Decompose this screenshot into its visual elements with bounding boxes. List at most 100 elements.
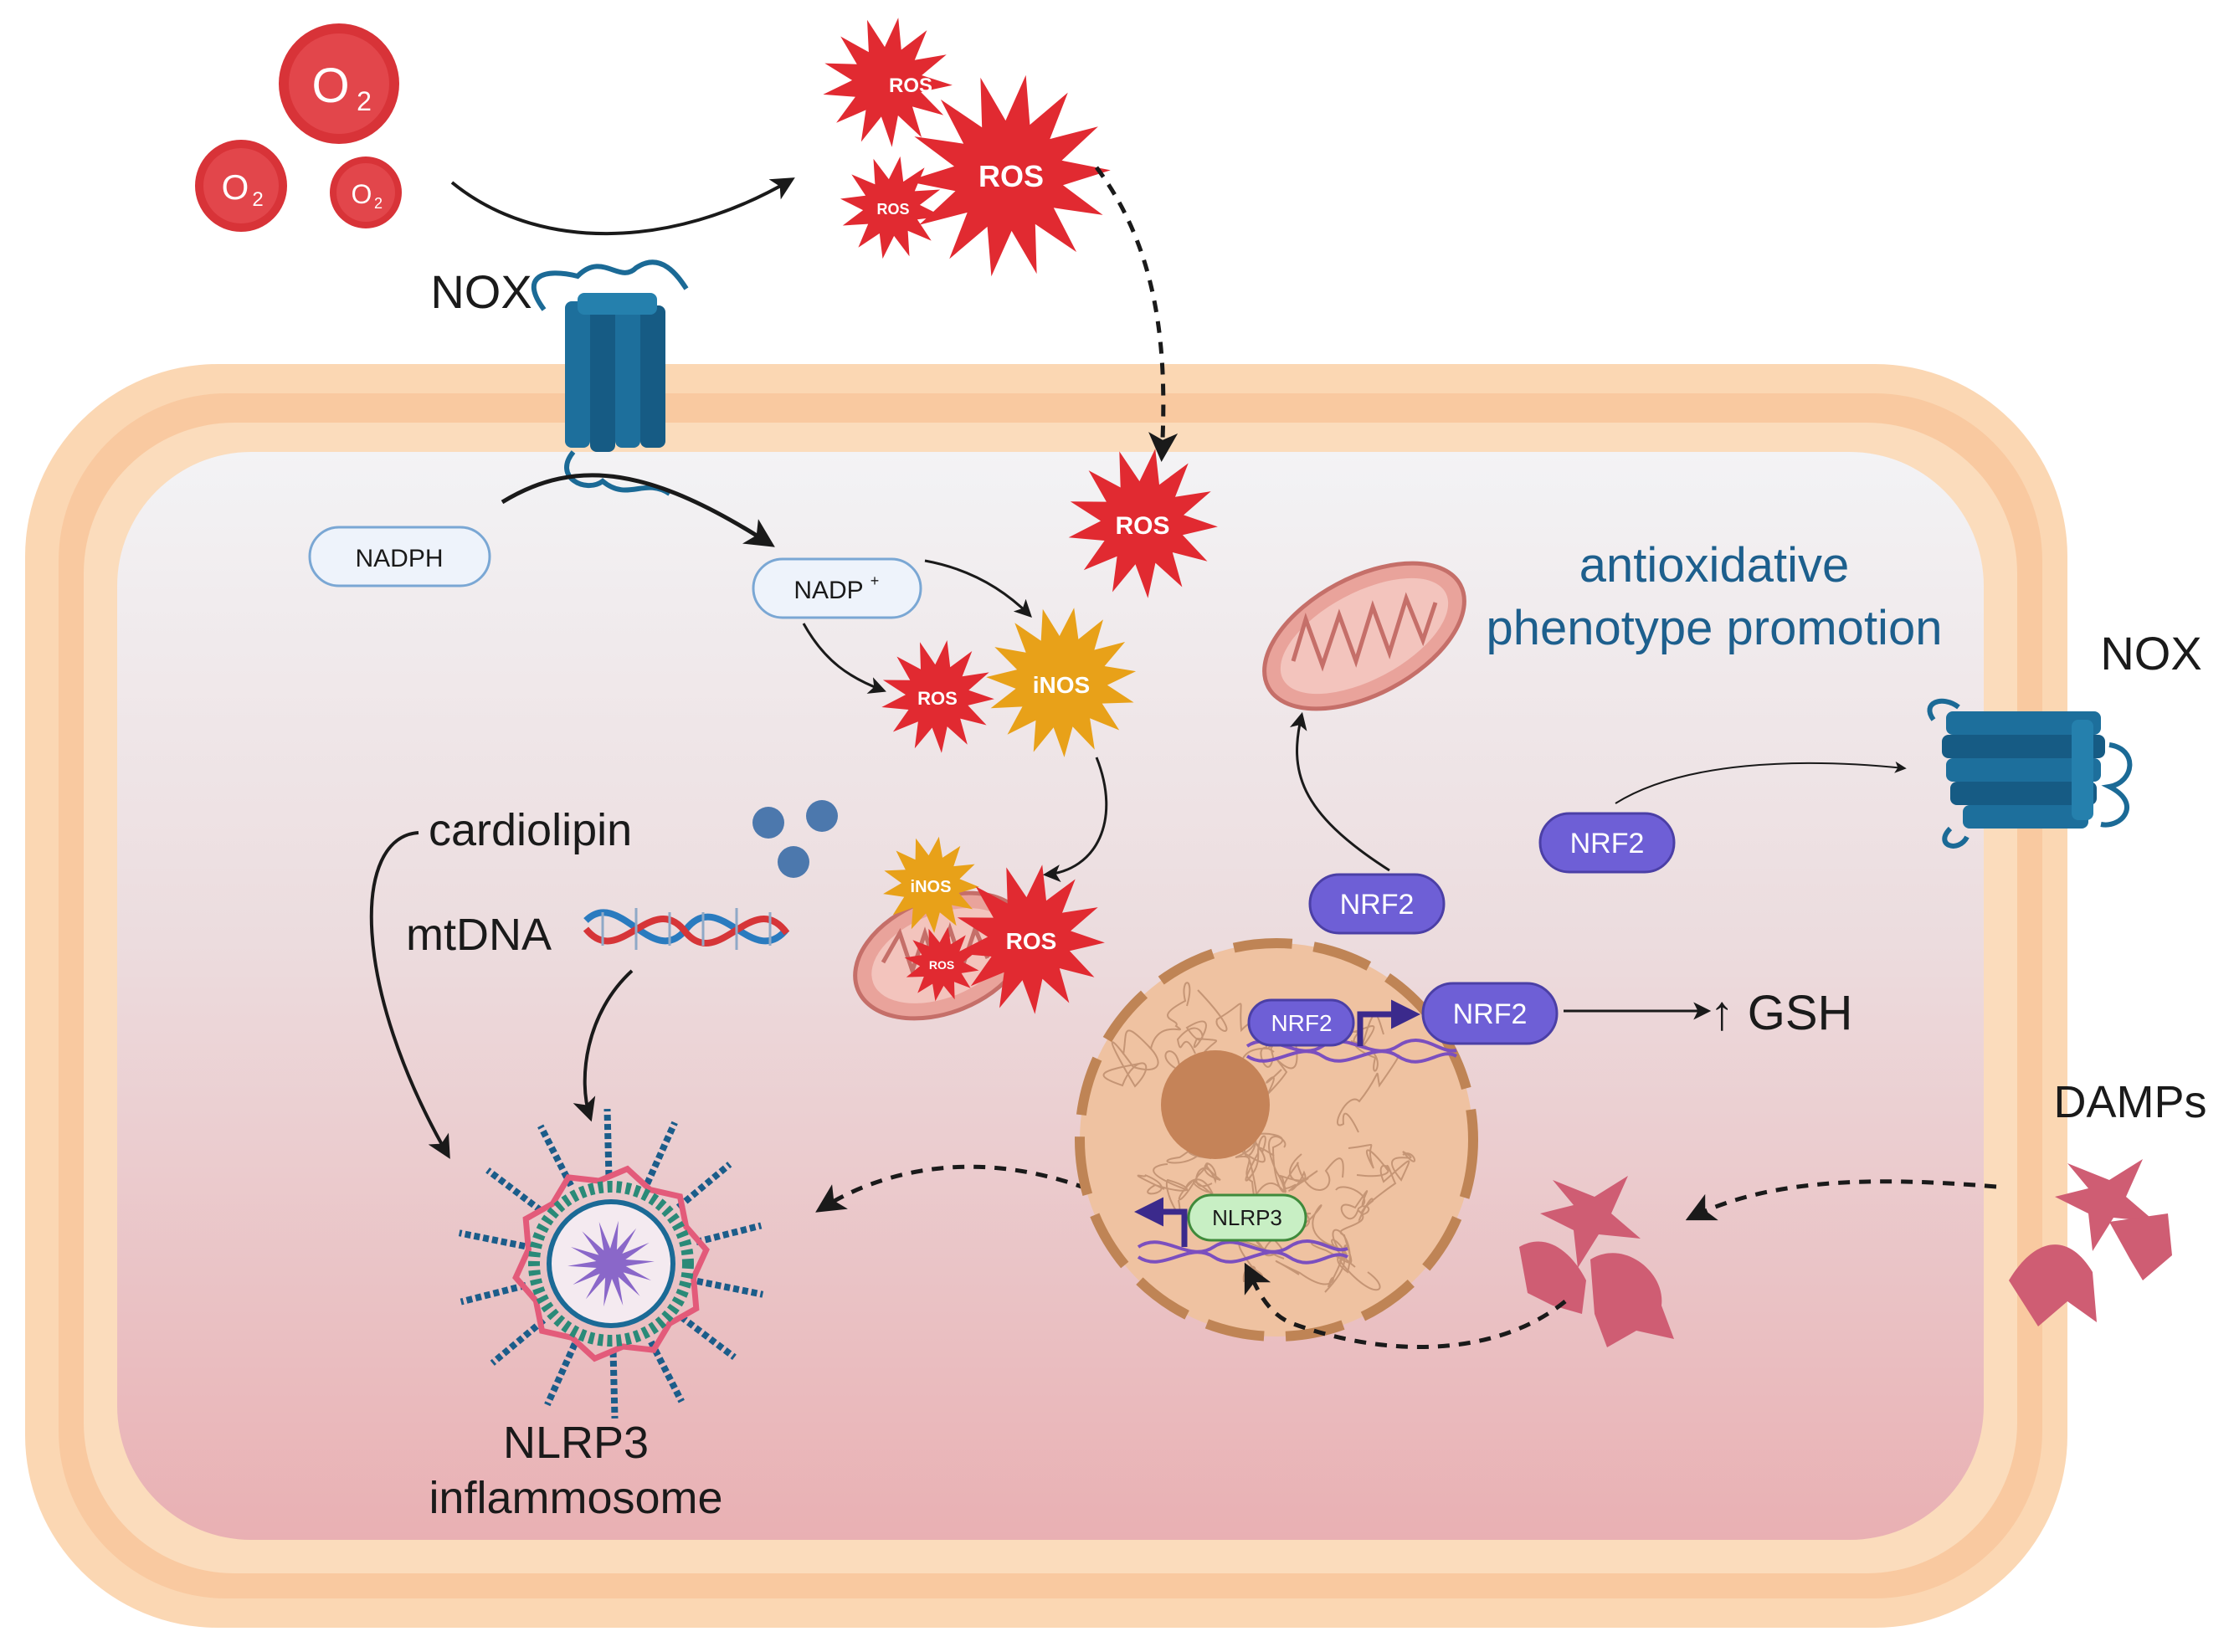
damps-label: DAMPs [2053, 1077, 2206, 1127]
ros-burst-large [906, 74, 1111, 277]
inflammasome-spoke [485, 1167, 543, 1213]
chromatin-strand [1176, 1020, 1218, 1054]
svg-text:ROS: ROS [1006, 928, 1057, 954]
nlrp3-label-line1: NLRP3 [503, 1418, 649, 1468]
ros-cluster-extracellular: ROS ROS ROS [823, 18, 1111, 277]
svg-text:NRF2: NRF2 [1453, 998, 1528, 1030]
svg-text:NRF2: NRF2 [1271, 1010, 1332, 1036]
nadp-label: NADP [793, 577, 863, 604]
arrow-nadph-to-nadp [501, 473, 775, 547]
mitochondrion-damaged: iNOS ROS ROS [853, 836, 1105, 1021]
arrow-inos-to-mito [1042, 757, 1108, 883]
o2-small: O 2 [330, 156, 402, 228]
o2-large-label: O [311, 59, 349, 113]
svg-text:O: O [222, 167, 249, 207]
inflammasome-spoke [603, 1108, 613, 1177]
inflammasome-spokes [458, 1108, 764, 1419]
arrow-nadp-to-inos [924, 559, 1032, 618]
svg-text:+: + [870, 572, 880, 589]
mitochondrion-healthy [1262, 561, 1466, 711]
mtdna-group: mtDNA [406, 908, 790, 960]
inflammasome-spoke [696, 1277, 764, 1298]
svg-text:NLRP3: NLRP3 [1212, 1205, 1282, 1230]
ros-nadp-product: ROS [881, 640, 994, 753]
nlrp3-inflammasome: NLRP3 inflammosome [429, 1108, 764, 1523]
chromatin-strand [1335, 1186, 1374, 1223]
inflammasome-spoke [458, 1229, 526, 1250]
svg-text:phenotype promotion: phenotype promotion [1487, 601, 1943, 655]
nadp-pill: NADP + [752, 557, 922, 619]
svg-text:ROS: ROS [978, 159, 1044, 193]
nlrp3-label-line2: inflammosome [429, 1473, 722, 1523]
gsh-label: ↑ GSH [1710, 986, 1853, 1040]
inflammasome-spoke [675, 1162, 732, 1210]
arrow-nrf2-to-nox [1615, 761, 1907, 804]
chromatin-strand [1356, 1151, 1415, 1183]
inflammasome-spoke [609, 1351, 619, 1419]
ros-burst-top [823, 18, 953, 147]
chromatin-strand [1137, 1174, 1188, 1213]
nox-top-label: NOX [430, 265, 532, 318]
nox-channel-right: NOX [1927, 627, 2202, 849]
nucleus: NRF2 NLRP3 [1075, 938, 1478, 1342]
antioxidative-label: antioxidative phenotype promotion [1487, 538, 1943, 655]
damps-extracellular [2009, 1159, 2172, 1326]
chromatin-strand [1256, 1153, 1309, 1194]
arrow-o2-to-ros [450, 177, 795, 236]
svg-text:iNOS: iNOS [1033, 672, 1090, 698]
nox-right-label: NOX [2100, 627, 2201, 680]
inflammasome-spoke [490, 1317, 547, 1366]
inos-burst: iNOS [986, 608, 1137, 757]
svg-text:ROS: ROS [889, 74, 932, 97]
arrow-nrf2-to-mito [1289, 711, 1390, 872]
svg-text:2: 2 [252, 188, 263, 211]
svg-text:2: 2 [374, 195, 383, 212]
inflammasome-spoke [544, 1342, 578, 1407]
svg-text:iNOS: iNOS [911, 878, 952, 896]
mtdna-label: mtDNA [406, 910, 552, 960]
chromatin-strand [1122, 982, 1191, 1055]
nox-channel-top: NOX [430, 259, 689, 496]
svg-text:ROS: ROS [876, 201, 909, 218]
inflammasome-spoke [695, 1222, 763, 1246]
o2-large: O 2 [279, 23, 399, 144]
inflammasome-spoke [648, 1340, 685, 1403]
cardiolipin-group: cardiolipin [429, 800, 838, 878]
chromatin-strand [1311, 1209, 1364, 1268]
svg-text:2: 2 [357, 86, 372, 116]
inflammasome-spoke [537, 1124, 574, 1188]
arrow-mtdna-to-nlrp3 [573, 969, 634, 1122]
inflammasome-spoke [460, 1281, 527, 1306]
svg-text:O: O [352, 179, 372, 209]
arrow-nucleus-to-nlrp3 [815, 1164, 1127, 1213]
svg-text:ROS: ROS [917, 688, 958, 709]
nrf2-right: NRF2 [1538, 812, 1676, 874]
o2-medium: O 2 [195, 140, 287, 232]
nucleolus [1161, 1050, 1270, 1159]
nadph-pill: NADPH [308, 526, 491, 587]
oxygen-molecules: O 2 O 2 O 2 [195, 23, 402, 232]
inflammasome-spoke [644, 1121, 678, 1185]
arrow-cardiolipin-to-nlrp3 [369, 831, 450, 1159]
arrow-nadp-to-ros [802, 623, 886, 694]
chromatin-strand [1350, 1013, 1384, 1072]
nadph-label: NADPH [355, 545, 443, 572]
svg-text:antioxidative: antioxidative [1579, 538, 1849, 593]
chromatin-strand [1178, 1162, 1221, 1201]
svg-text:ROS: ROS [1115, 512, 1169, 540]
cardiolipin-label: cardiolipin [429, 805, 632, 855]
svg-text:NRF2: NRF2 [1340, 889, 1415, 921]
nrf2-cytoplasmic: NRF2 [1308, 873, 1446, 935]
svg-text:NRF2: NRF2 [1570, 828, 1645, 859]
arrow-ros-into-cell [1094, 166, 1179, 462]
inflammasome-spoke [679, 1314, 737, 1360]
chromatin-strand [1244, 1112, 1286, 1193]
svg-text:ROS: ROS [929, 958, 954, 972]
chromatin-strand [1102, 1041, 1159, 1088]
ros-intracellular: ROS [1068, 449, 1218, 598]
damps-intracellular [1519, 1176, 1674, 1347]
chromatin-strand [1275, 1244, 1381, 1291]
nrf2-nuclear: NRF2 [1421, 982, 1559, 1045]
